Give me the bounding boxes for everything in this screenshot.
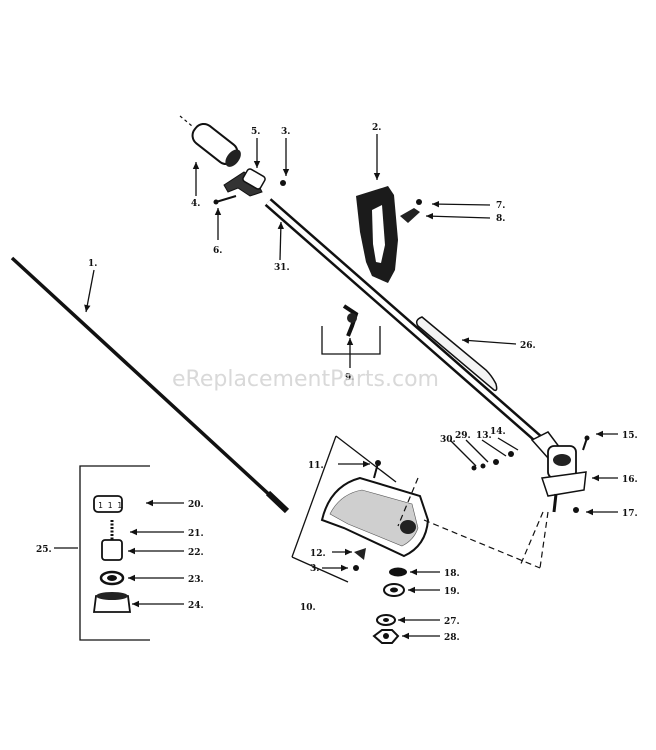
callout-23: 23. (188, 575, 204, 585)
callout-31: 31. (274, 263, 290, 273)
callout-27: 27. (444, 617, 460, 627)
callout-28: 28. (444, 633, 460, 643)
callout-2: 2. (372, 123, 381, 133)
callout-labels: 1. 2. 3. 3. 4. 5. 6. 7. 8. 9. 10. 11. 12… (36, 123, 638, 643)
watermark-text: eReplacementParts.com (172, 367, 439, 392)
callout-5: 5. (251, 127, 260, 137)
callout-22: 22. (188, 548, 204, 558)
handle-bolt-part (321, 304, 381, 355)
svg-text:1 1 1: 1 1 1 (98, 501, 122, 510)
debris-shield-part (291, 435, 549, 583)
callout-4: 4. (191, 199, 200, 209)
flex-cable-part (10, 256, 290, 514)
callout-10: 10. (300, 603, 316, 613)
callout-11: 11. (308, 461, 324, 471)
callout-30: 30. (440, 435, 456, 445)
callout-24: 24. (188, 601, 204, 611)
callout-3a: 3. (281, 127, 290, 137)
upper-grip-part (179, 115, 286, 205)
shaft-tube-part (264, 198, 547, 447)
callout-20: 20. (188, 500, 204, 510)
callout-15: 15. (622, 431, 638, 441)
callout-19: 19. (444, 587, 460, 597)
trimmer-head-assembly: 1 1 1 (79, 465, 150, 641)
assist-handle-part (356, 186, 422, 283)
callout-1: 1. (88, 259, 97, 269)
callout-7: 7. (496, 201, 505, 211)
callout-13: 13. (476, 431, 492, 441)
callout-26: 26. (520, 341, 536, 351)
callout-12: 12. (310, 549, 326, 559)
callout-8: 8. (496, 214, 505, 224)
callout-6: 6. (213, 246, 222, 256)
callout-18: 18. (444, 569, 460, 579)
blade-hardware-stack (372, 567, 407, 644)
callout-3b: 3. (310, 564, 319, 574)
callout-16: 16. (622, 475, 638, 485)
shaft-label-part (415, 316, 498, 392)
callout-14: 14. (490, 427, 506, 437)
leader-arrows (54, 134, 618, 640)
callout-25: 25. (36, 545, 52, 555)
callout-9: 9. (345, 373, 354, 383)
callout-17: 17. (622, 509, 638, 519)
callout-29: 29. (455, 431, 471, 441)
gear-head-part (471, 431, 590, 567)
callout-21: 21. (188, 529, 204, 539)
